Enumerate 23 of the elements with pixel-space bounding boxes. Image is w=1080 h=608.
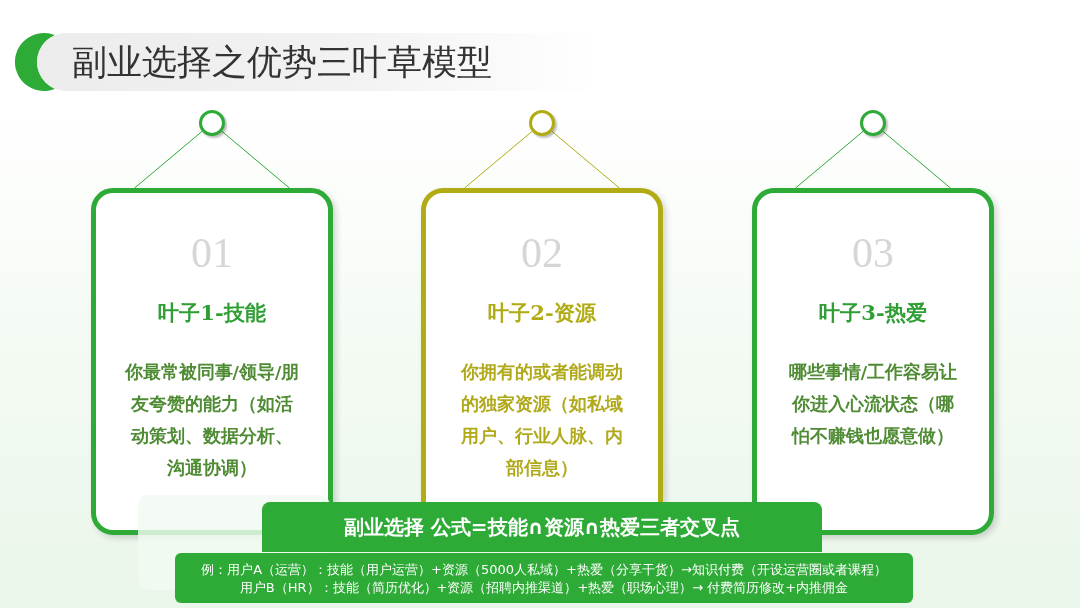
card-description: 哪些事情/工作容易让你进入心流状态（哪怕不赚钱也愿意做） (787, 361, 959, 448)
hanging-string (795, 130, 864, 189)
hanging-string (882, 130, 951, 189)
hanging-card (421, 188, 663, 502)
hanging-string (221, 130, 290, 189)
hanging-string (134, 130, 203, 189)
card-description: 你拥有的或者能调动的独家资源（如私域用户、行业人脉、内部信息） (459, 361, 624, 480)
card-description: 你最常被同事/领导/朋友夸赞的能力（如活动策划、数据分析、沟通协调） (124, 361, 300, 480)
card-heading: 叶子3-热爱 (819, 299, 927, 327)
example-text: 用户B（HR）：技能（简历优化）+资源（招聘内推渠道）+热爱（职场心理）→ 付费简历修改+内推佣金 (239, 578, 849, 596)
hanging-string (464, 130, 533, 189)
hook-ring (529, 110, 555, 136)
hook-ring (199, 110, 225, 136)
formula-bar: 副业选择 公式=技能∩资源∩热爱三者交叉点 (262, 502, 822, 552)
example-panel (175, 553, 913, 603)
slide-title: 副业选择之优势三叶草模型 (72, 41, 492, 84)
hanging-card (752, 188, 994, 535)
card-heading: 叶子2-资源 (488, 299, 596, 327)
hook-ring (860, 110, 886, 136)
hanging-string (551, 130, 620, 189)
hanging-card (91, 188, 333, 535)
card-heading: 叶子1-技能 (158, 299, 266, 327)
example-text: 例：用户A（运营）：技能（用户运营）+资源（5000人私域）+热爱（分享干货）→知识付费（开设运营圈或者课程） (201, 561, 887, 579)
